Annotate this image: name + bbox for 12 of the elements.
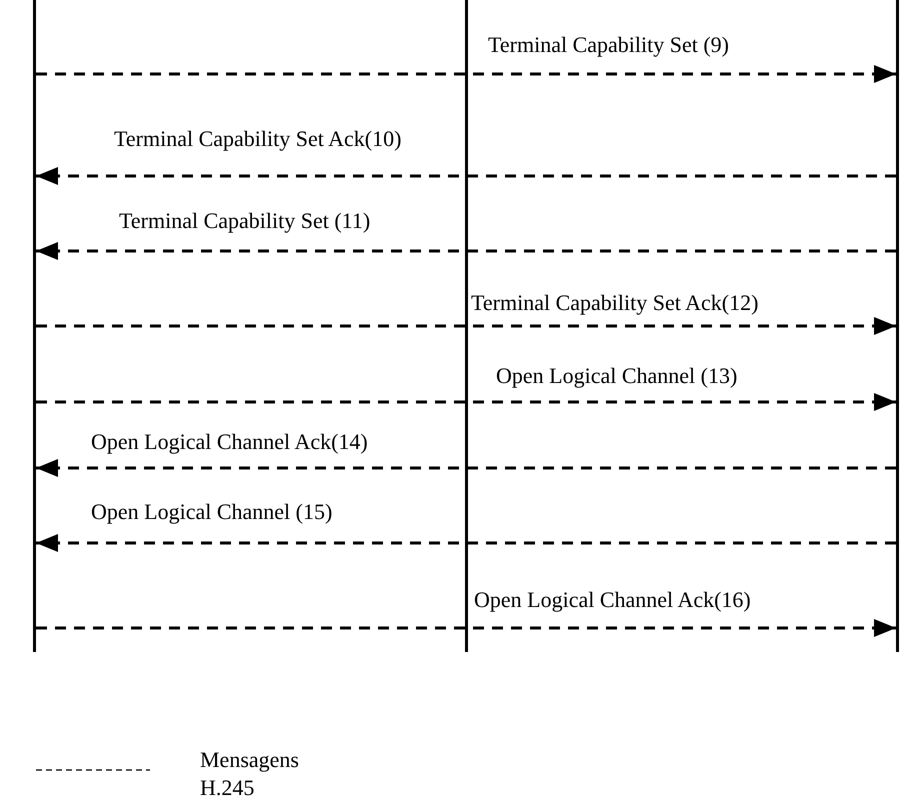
dashed-arrow <box>36 167 896 185</box>
dashed-arrow <box>36 619 896 637</box>
lifeline <box>465 0 468 652</box>
legend-text: Mensagens H.245 <box>200 746 300 802</box>
dashed-arrow <box>36 459 896 477</box>
dashed-arrow <box>36 242 896 260</box>
dashed-arrow <box>36 65 896 83</box>
dashed-arrow <box>36 393 896 411</box>
dashed-arrow <box>36 317 896 335</box>
lifeline <box>896 0 899 652</box>
lifeline <box>33 0 36 652</box>
dashed-arrow <box>36 534 896 552</box>
